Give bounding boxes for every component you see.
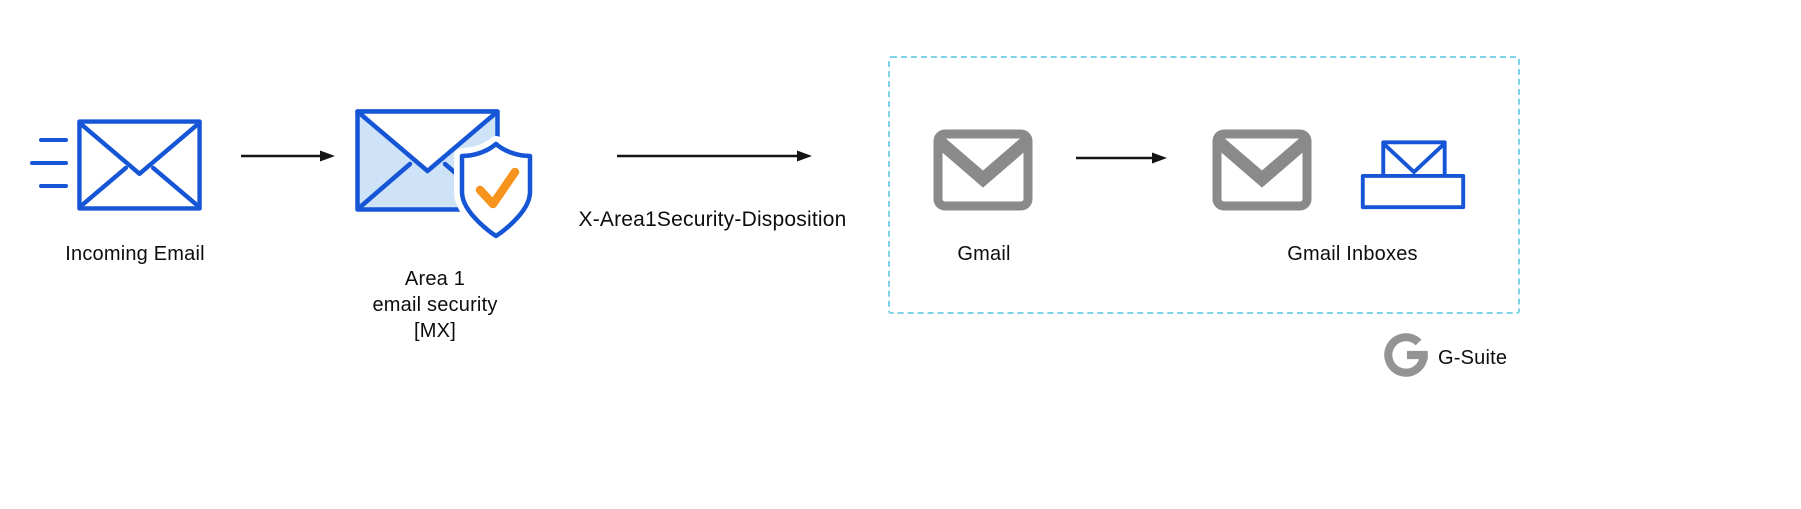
envelope-shield-check-icon [355, 109, 538, 244]
arrow-right-icon [617, 150, 812, 162]
area1-label: Area 1 email security [MX] [330, 266, 540, 344]
speed-line [30, 161, 68, 165]
gmail-label: Gmail [957, 243, 1011, 265]
flow-header-label: X-Area1Security-Disposition [578, 208, 847, 231]
envelope-icon [77, 119, 202, 211]
gsuite-zone [888, 56, 1520, 314]
gmail-icon [933, 129, 1033, 211]
area1-label-line3: [MX] [414, 320, 456, 342]
checkmark-icon [475, 167, 520, 209]
speed-lines-icon [30, 138, 68, 188]
arrow-right-icon [1076, 152, 1167, 164]
speed-line [39, 184, 68, 188]
inbox-tray-envelope-icon [1360, 140, 1466, 210]
arrow-right-icon [241, 150, 335, 162]
gmail-icon [1212, 129, 1312, 211]
gsuite-brand-label: G-Suite [1438, 347, 1508, 369]
shield-icon [459, 141, 533, 239]
area1-label-line2: email security [372, 294, 498, 316]
incoming-email-label: Incoming Email [65, 243, 205, 265]
speed-line [39, 138, 68, 142]
g-logo-icon [1384, 333, 1428, 377]
area1-label-line1: Area 1 [404, 268, 466, 290]
gmail-inboxes-label: Gmail Inboxes [1287, 243, 1418, 265]
